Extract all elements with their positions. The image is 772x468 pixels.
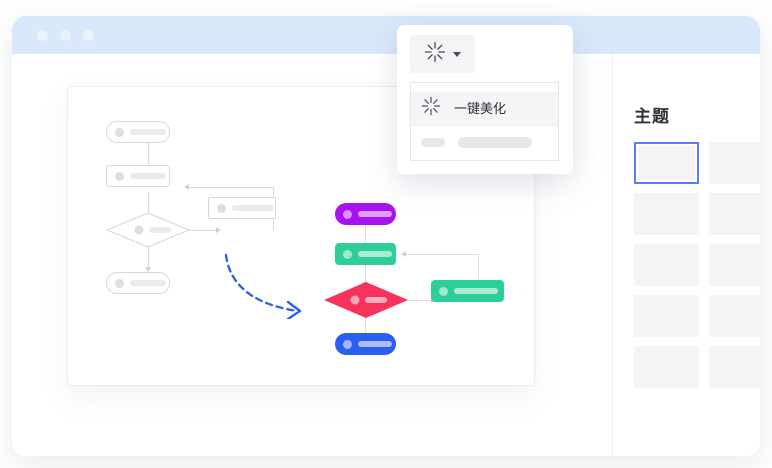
theme-panel-title: 主题 <box>634 107 670 126</box>
window-dot-maximize[interactable] <box>83 30 94 41</box>
node-dot <box>115 171 124 181</box>
connector-a3 <box>365 315 366 333</box>
theme-swatch-4[interactable] <box>709 193 760 235</box>
theme-swatch-10[interactable] <box>709 346 760 388</box>
node-label-bar <box>130 280 166 286</box>
node-after-decision[interactable] <box>323 282 409 318</box>
canvas-inner <box>68 87 534 385</box>
theme-swatch-5[interactable] <box>634 244 699 286</box>
node-dot <box>343 339 352 349</box>
node-before-start[interactable] <box>106 121 170 143</box>
sparkle-beautify-icon <box>424 41 446 68</box>
connector-a2 <box>365 265 366 282</box>
menu-top-padding <box>411 83 558 92</box>
node-after-start[interactable] <box>335 203 396 225</box>
node-after-side[interactable] <box>431 280 504 302</box>
transform-arrow <box>220 249 310 319</box>
node-after-process[interactable] <box>335 243 396 265</box>
theme-panel: 主题 <box>634 108 760 388</box>
node-before-decision[interactable] <box>106 212 190 248</box>
panel-divider <box>612 54 613 456</box>
theme-swatch-grid <box>634 142 760 388</box>
window-dot-minimize[interactable] <box>60 30 71 41</box>
window-dot-close[interactable] <box>37 30 48 41</box>
app-window: 主题 <box>12 16 760 456</box>
node-dot <box>343 209 352 219</box>
node-label-bar <box>130 129 166 135</box>
theme-swatch-7[interactable] <box>634 295 699 337</box>
menu-separator <box>411 125 558 126</box>
connector-b2 <box>148 192 149 215</box>
theme-swatch-6[interactable] <box>709 244 760 286</box>
node-before-process[interactable] <box>106 165 170 187</box>
node-dot <box>343 249 352 259</box>
connector-a4 <box>398 300 431 301</box>
node-dot <box>217 203 226 213</box>
node-label-bar <box>232 205 274 211</box>
beautify-popup: 一键美化 <box>397 25 573 174</box>
node-label-bar <box>358 211 392 217</box>
placeholder-label-bar <box>458 137 532 148</box>
connector-a6 <box>403 254 479 255</box>
connector-a1 <box>365 225 366 243</box>
connector-b6 <box>186 187 274 188</box>
menu-item-one-click-beautify[interactable]: 一键美化 <box>411 92 558 125</box>
sparkle-beautify-icon <box>421 96 441 121</box>
theme-swatch-9[interactable] <box>634 346 699 388</box>
node-before-end[interactable] <box>106 272 170 294</box>
node-before-side[interactable] <box>208 197 276 219</box>
menu-item-label: 一键美化 <box>454 101 507 116</box>
connector-a5 <box>478 254 479 300</box>
node-dot <box>439 286 448 296</box>
beautify-menu: 一键美化 <box>410 82 559 161</box>
node-label-bar <box>358 251 392 257</box>
theme-swatch-8[interactable] <box>709 295 760 337</box>
menu-item-placeholder[interactable] <box>411 126 558 159</box>
theme-swatch-2[interactable] <box>709 142 760 184</box>
node-label-bar <box>130 173 166 179</box>
placeholder-icon <box>421 138 445 147</box>
node-dot <box>115 278 124 288</box>
theme-swatch-3[interactable] <box>634 193 699 235</box>
connector-b3 <box>148 245 149 267</box>
connector-b1 <box>148 143 149 165</box>
window-titlebar <box>12 16 760 54</box>
theme-swatch-1[interactable] <box>634 142 699 184</box>
node-dot <box>115 127 124 137</box>
beautify-tool-button[interactable] <box>410 35 475 73</box>
node-after-end[interactable] <box>335 333 396 355</box>
connector-b4 <box>179 230 216 231</box>
window-controls <box>37 30 94 41</box>
node-label-bar <box>358 341 392 347</box>
chevron-down-icon <box>453 51 461 57</box>
node-label-bar <box>454 288 498 294</box>
